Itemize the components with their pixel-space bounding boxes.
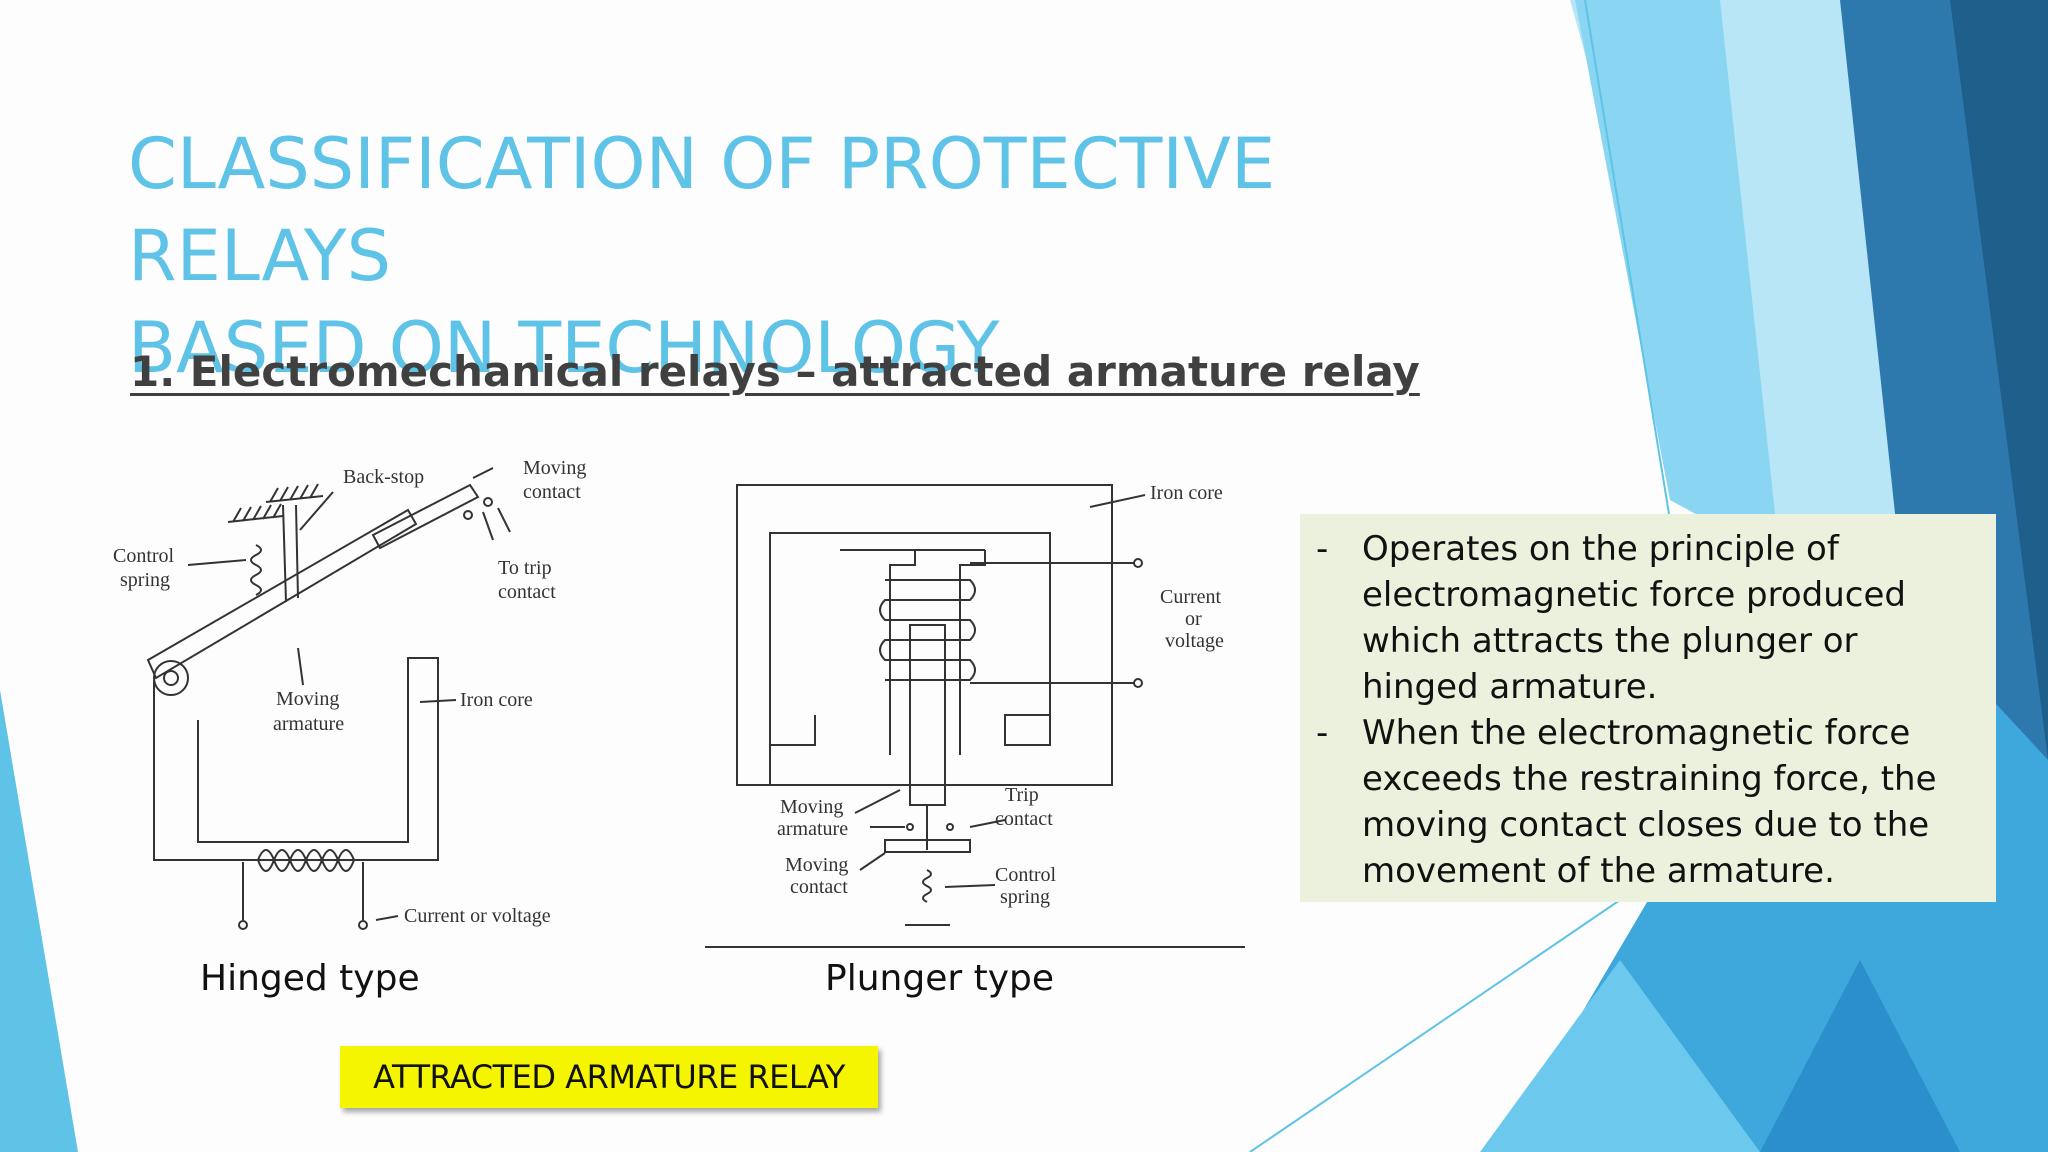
title-line-1: CLASSIFICATION OF PROTECTIVE RELAYS xyxy=(128,123,1276,297)
core-top-left xyxy=(840,549,916,755)
deco-left-sliver xyxy=(0,690,78,1152)
coil-terminal-2 xyxy=(358,920,368,930)
label-trip-2: contact xyxy=(995,808,1053,830)
deco-line-2 xyxy=(1249,899,1621,1152)
bullet-marker: - xyxy=(1316,713,1329,753)
arrow-iron-core xyxy=(1089,494,1146,508)
bullet-2-line-2: exceeds the restraining force, the xyxy=(1362,759,1937,799)
trip-contact-right xyxy=(946,823,954,831)
label-plunger-contact-1: Moving xyxy=(785,854,848,876)
slide-subtitle: 1. Electromechanical relays – attracted … xyxy=(130,347,1420,396)
coil-terminal-bottom xyxy=(1133,678,1143,688)
hinged-armature-bar xyxy=(146,508,418,680)
deco-facet-bottom-dark xyxy=(1760,960,1960,1152)
plunger-inner-left xyxy=(770,715,816,746)
arrow-moving-contact xyxy=(859,852,886,871)
arrow-current xyxy=(375,915,399,921)
label-current-2: or xyxy=(1185,608,1202,630)
info-bullet-2: - When the electromagnetic force exceeds… xyxy=(1316,710,1976,894)
label-back-stop: Back-stop xyxy=(343,466,424,488)
moving-contact-bar xyxy=(371,483,480,550)
arrow-trip-2 xyxy=(497,507,511,533)
bullet-marker: - xyxy=(1316,529,1329,569)
trip-contact-left xyxy=(906,823,914,831)
moving-contact-plate xyxy=(884,839,971,853)
back-stop-mount xyxy=(265,495,324,503)
hinge-pivot xyxy=(153,660,189,696)
label-moving-armature-2: armature xyxy=(273,713,344,735)
bullet-2-line-3: moving contact closes due to the xyxy=(1362,805,1930,845)
coil-terminal-top xyxy=(1133,558,1143,568)
arrow-iron-core xyxy=(419,699,457,703)
label-current-1: Current xyxy=(1160,586,1222,608)
deco-facet-sky xyxy=(1480,960,1760,1152)
label-to-trip-2: contact xyxy=(498,581,556,603)
caption-hinged-type: Hinged type xyxy=(200,958,420,999)
arrow-moving-armature xyxy=(854,789,901,814)
label-control-spring-2: spring xyxy=(120,569,170,591)
bullet-2-line-1: When the electromagnetic force xyxy=(1362,713,1911,753)
arrow-back-stop xyxy=(299,491,334,531)
deco-facet-deep xyxy=(1950,0,2048,760)
slide-title: CLASSIFICATION OF PROTECTIVE RELAYS BASE… xyxy=(128,118,1528,394)
bullet-2-line-4: movement of the armature. xyxy=(1362,851,1835,891)
label-plunger-spring-2: spring xyxy=(1000,886,1050,908)
caption-plunger-type: Plunger type xyxy=(825,958,1055,999)
plunger-coil xyxy=(879,579,976,681)
hinged-relay-diagram: Back-stop Moving contact To trip contact… xyxy=(113,457,586,930)
label-control-spring-1: Control xyxy=(113,545,175,567)
arrow-control-spring xyxy=(944,884,996,888)
arrow-armature xyxy=(297,647,304,686)
deco-line-1 xyxy=(1584,0,1671,521)
coil-terminal-1 xyxy=(238,920,248,930)
label-plunger-armature-2: armature xyxy=(777,818,848,840)
bullet-1-line-3: which attracts the plunger or xyxy=(1362,621,1858,661)
label-trip-1: Trip xyxy=(1005,784,1039,806)
plunger-control-spring xyxy=(922,869,932,903)
plunger-outer-frame xyxy=(736,484,1113,786)
label-moving-armature-1: Moving xyxy=(276,688,339,710)
info-bullet-1: - Operates on the principle of electroma… xyxy=(1316,526,1976,710)
arrow-trip xyxy=(969,819,1006,828)
label-iron-core: Iron core xyxy=(460,689,533,711)
hinged-iron-core xyxy=(153,657,439,861)
hatch-2 xyxy=(269,483,319,503)
control-spring-coil xyxy=(250,544,262,596)
hinged-coil-lower xyxy=(257,857,355,872)
label-plunger-spring-1: Control xyxy=(995,864,1057,886)
plunger-relay-diagram: Iron core Current or voltage Trip contac… xyxy=(705,482,1245,948)
deco-facet-mid xyxy=(1575,0,1780,560)
bullet-1-line-1: Operates on the principle of xyxy=(1362,529,1839,569)
label-to-trip-1: To trip xyxy=(498,557,552,579)
label-plunger-iron-core: Iron core xyxy=(1150,482,1223,504)
back-stop-post-1 xyxy=(282,504,287,603)
info-bullet-list: - Operates on the principle of electroma… xyxy=(1316,526,1976,894)
attracted-armature-relay-badge: ATTRACTED ARMATURE RELAY xyxy=(340,1046,878,1108)
arrow-trip-1 xyxy=(482,511,494,541)
trip-contact-1 xyxy=(463,510,473,520)
title-line-2: BASED ON TECHNOLOGY xyxy=(128,307,1000,389)
hinge-pivot-inner xyxy=(163,670,179,686)
trip-contact-2 xyxy=(483,497,493,507)
info-box: - Operates on the principle of electroma… xyxy=(1300,514,1996,902)
arrow-control-spring xyxy=(187,559,247,566)
label-plunger-contact-2: contact xyxy=(790,876,848,898)
arrow-moving-contact xyxy=(472,467,494,479)
plunger-inner-frame xyxy=(769,532,1051,785)
label-plunger-armature-1: Moving xyxy=(780,796,843,818)
plunger-rod xyxy=(909,624,946,806)
bullet-1-line-2: electromagnetic force produced xyxy=(1362,575,1906,615)
label-moving-contact-1: Moving xyxy=(523,457,586,479)
bullet-1-line-4: hinged armature. xyxy=(1362,667,1658,707)
label-current-3: voltage xyxy=(1165,630,1224,652)
hatch-1 xyxy=(232,503,282,523)
back-stop-post-2 xyxy=(295,504,299,599)
label-current-voltage: Current or voltage xyxy=(404,905,551,927)
label-moving-contact-2: contact xyxy=(523,481,581,503)
